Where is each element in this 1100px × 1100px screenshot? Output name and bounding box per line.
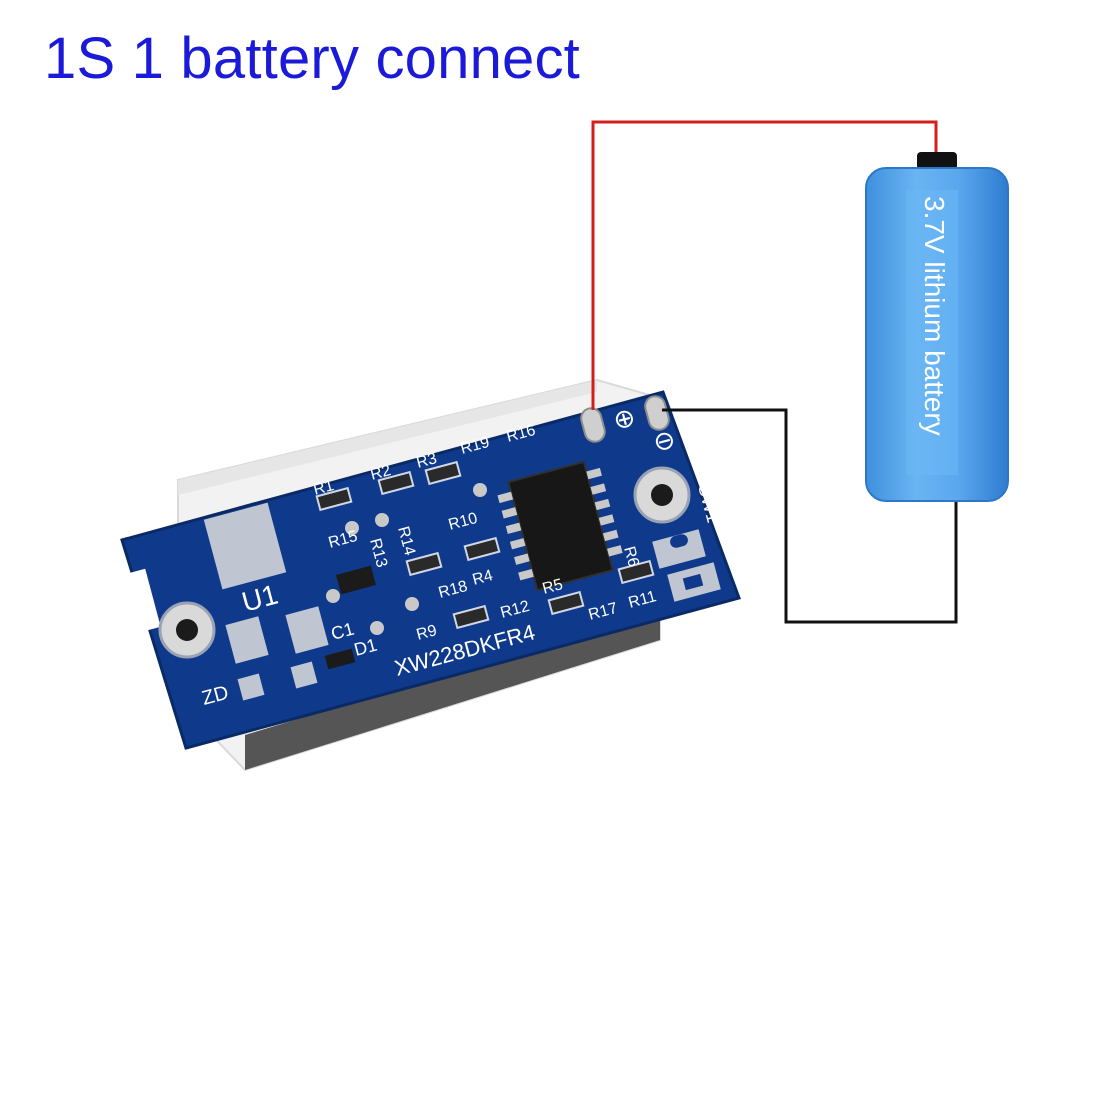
plus-terminal	[580, 407, 606, 443]
page-title: 1S 1 battery connect	[44, 26, 580, 91]
ic-chip	[497, 460, 623, 592]
r2-label: R2	[369, 462, 393, 484]
positive-wire	[591, 120, 938, 410]
r4-label: R4	[471, 567, 495, 589]
switch-pads	[652, 529, 721, 602]
mounting-hole-left	[158, 601, 216, 659]
negative-wire	[662, 408, 958, 624]
u1-pad	[203, 502, 287, 590]
r11-label: R11	[627, 588, 659, 612]
lithium-battery: 3.7V lithium battery	[865, 152, 1009, 502]
r6-label: R6	[620, 545, 642, 569]
battery-label: 3.7V lithium battery	[919, 196, 950, 436]
r1-label: R1	[312, 477, 336, 499]
zd-pads	[225, 606, 329, 701]
mounting-hole-right	[633, 466, 691, 524]
r9-label: R9	[415, 622, 439, 644]
r3-label: R3	[415, 450, 439, 472]
smd-components	[315, 460, 655, 670]
r5-label: R5	[541, 576, 565, 598]
